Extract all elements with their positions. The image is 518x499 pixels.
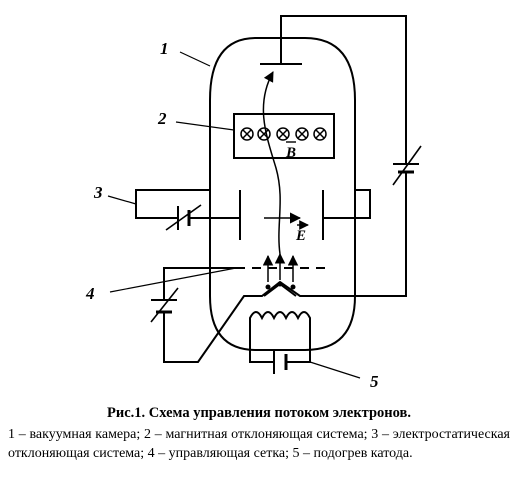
callout-1: 1	[160, 39, 169, 58]
deflection-circuit-wire	[135, 189, 371, 219]
deflection-variable-battery	[165, 204, 202, 231]
electric-field-label: E	[295, 228, 306, 244]
cathode-dots	[265, 281, 296, 290]
grid-variable-battery	[150, 287, 179, 323]
caption-legend: 1 – вакуумная камера; 2 – магнитная откл…	[8, 427, 510, 461]
heater-circuit-wire	[249, 322, 311, 363]
callout-5: 5	[370, 372, 379, 391]
grid-circuit-wire	[163, 267, 236, 300]
vacuum-chamber	[209, 37, 356, 351]
figure-caption: Рис.1. Схема управления потоком электрон…	[8, 404, 510, 463]
callout-2: 2	[157, 109, 167, 128]
electron-beam-path	[262, 71, 281, 255]
caption-title: Рис.1. Схема управления потоком электрон…	[106, 405, 411, 421]
callout-3: 3	[93, 183, 103, 202]
anode-return-wire	[163, 172, 407, 363]
electron-beam-control-diagram: B E 1 2 3 4 5	[85, 15, 422, 391]
callout-leaders	[107, 51, 361, 379]
magnetic-deflection-box	[233, 113, 335, 159]
magnetic-field-symbols	[240, 127, 327, 141]
magnetic-field-label: B	[285, 145, 296, 161]
heater-battery	[273, 350, 288, 374]
heater-coil	[249, 311, 311, 322]
anode-circuit-wire	[280, 15, 407, 164]
callout-4: 4	[85, 284, 95, 303]
